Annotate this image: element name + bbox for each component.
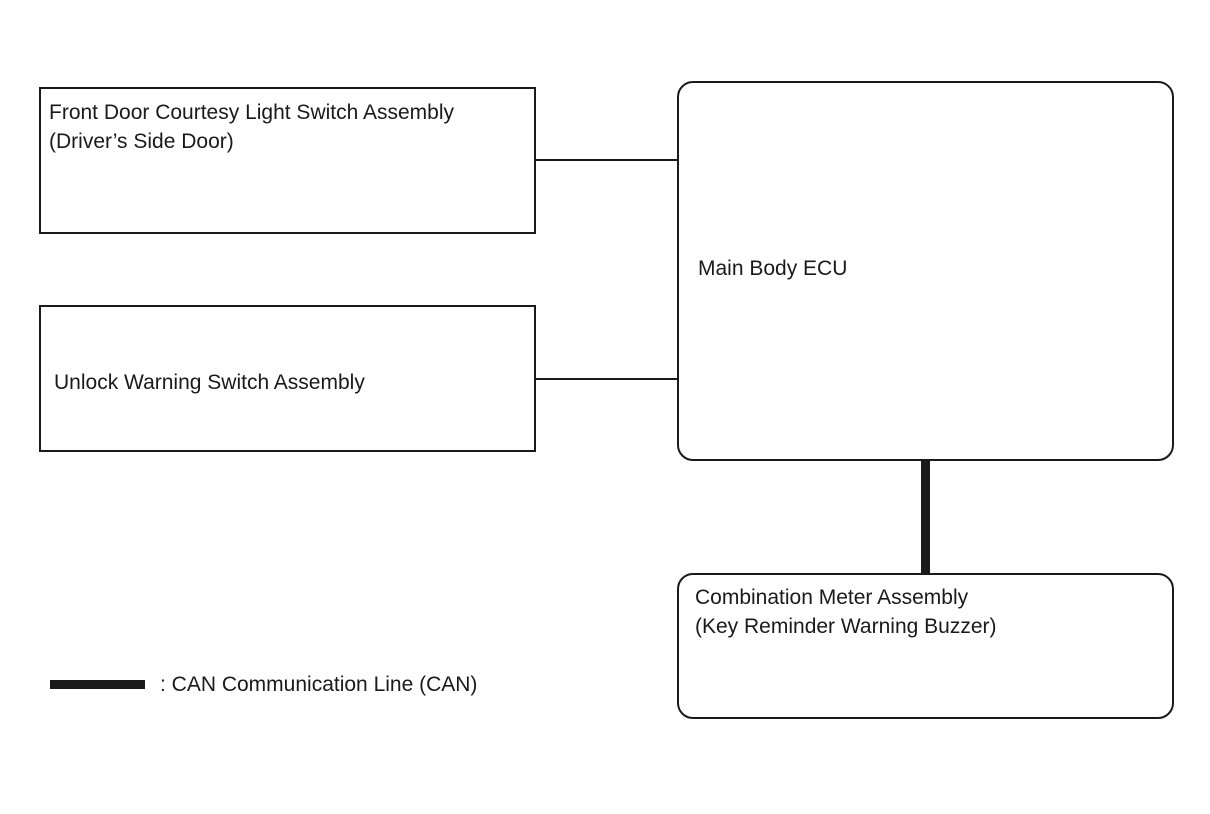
front-door-switch-label-line1: Front Door Courtesy Light Switch Assembl…: [49, 101, 454, 124]
legend-can-line-sample: [50, 680, 145, 689]
combination-meter-label-line2: (Key Reminder Warning Buzzer): [695, 615, 997, 638]
combination-meter-box: Combination Meter Assembly (Key Reminder…: [677, 573, 1174, 719]
wire-unlock-switch-to-ecu: [536, 378, 677, 380]
main-body-ecu-label: Main Body ECU: [698, 257, 848, 280]
front-door-courtesy-light-switch-box: Front Door Courtesy Light Switch Assembl…: [39, 87, 536, 234]
legend-can-label: : CAN Communication Line (CAN): [160, 673, 478, 696]
combination-meter-label-line1: Combination Meter Assembly: [695, 586, 969, 609]
can-line-ecu-to-meter: [921, 461, 930, 573]
front-door-switch-label-line2: (Driver’s Side Door): [49, 130, 234, 153]
unlock-warning-switch-label: Unlock Warning Switch Assembly: [54, 371, 365, 394]
main-body-ecu-box: Main Body ECU: [677, 81, 1174, 461]
wire-front-door-to-ecu: [536, 159, 677, 161]
unlock-warning-switch-box: Unlock Warning Switch Assembly: [39, 305, 536, 452]
